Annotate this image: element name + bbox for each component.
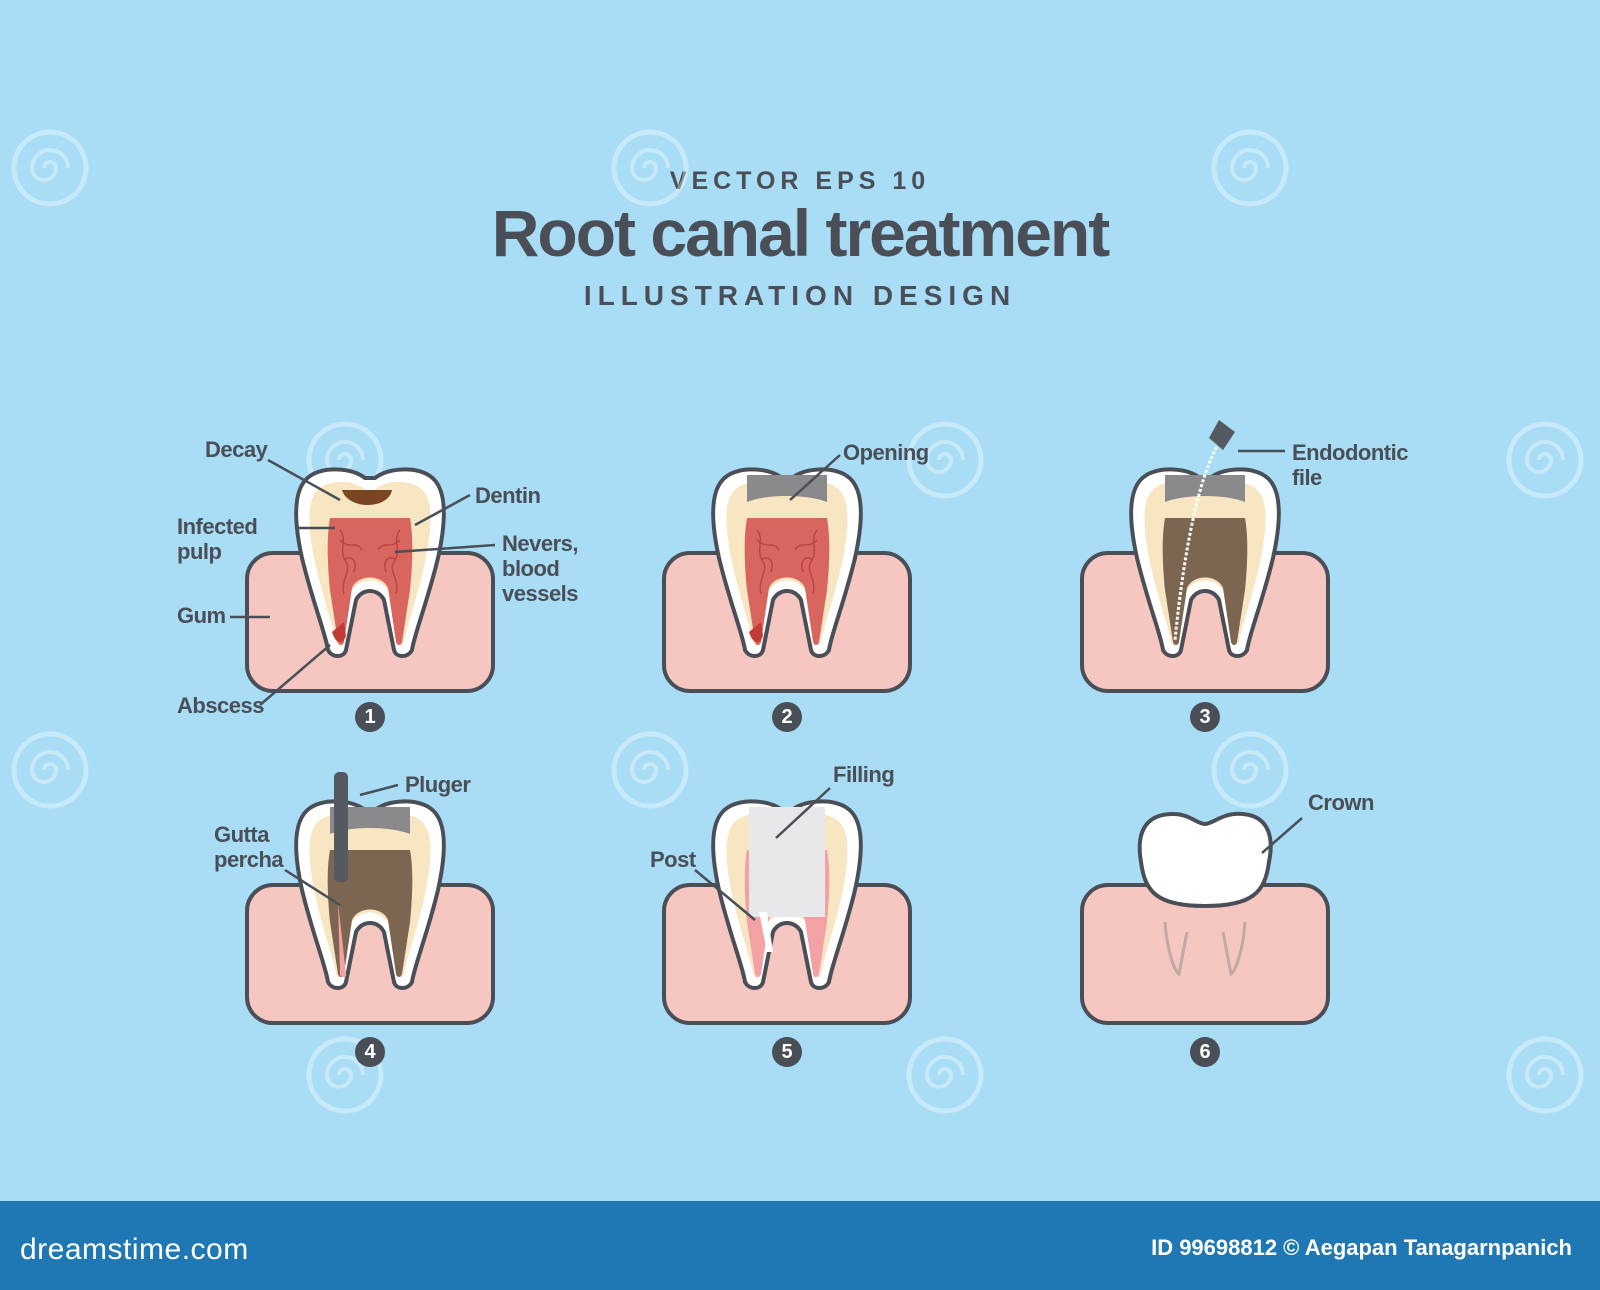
label-abscess: Abscess xyxy=(177,693,265,718)
supertitle: VECTOR EPS 10 xyxy=(669,167,931,195)
label-dentin: Dentin xyxy=(475,483,541,508)
step-1-tooth xyxy=(245,467,495,693)
label-infected-pulp: Infected pulp xyxy=(177,514,258,564)
watermark-icon xyxy=(1506,421,1584,499)
step-number-6: 6 xyxy=(1190,1037,1220,1067)
watermark-icon xyxy=(1211,731,1289,809)
label-opening: Opening xyxy=(843,440,929,465)
label-nerves: Nevers, blood vessels xyxy=(502,531,579,606)
watermark-icon xyxy=(611,731,689,809)
label-post: Post xyxy=(650,847,696,872)
watermark-icon xyxy=(611,129,689,207)
step-6-tooth xyxy=(1080,811,1330,1025)
root-outline xyxy=(1163,921,1247,977)
leader-gutta-percha xyxy=(284,868,341,907)
abscess-spot xyxy=(332,622,346,643)
watermark-icon xyxy=(1211,129,1289,207)
watermark-icon xyxy=(11,731,89,809)
leader-post xyxy=(694,869,756,921)
step-number-4: 4 xyxy=(355,1037,385,1067)
leader-filling xyxy=(775,787,831,839)
footer-brand: dreamstime.com xyxy=(20,1233,249,1266)
pluger-tool xyxy=(334,772,348,882)
watermark-layer xyxy=(11,129,1584,1114)
watermark-icon xyxy=(306,1036,384,1114)
opening-cavity xyxy=(747,475,827,502)
abscess-spot xyxy=(749,622,763,643)
step-5-tooth xyxy=(662,799,912,1025)
leader-dentin xyxy=(414,493,471,527)
leader-crown xyxy=(1261,817,1303,854)
post-insert xyxy=(759,912,773,952)
label-endodontic-file: Endodontic file xyxy=(1292,440,1408,490)
watermark-icon xyxy=(906,1036,984,1114)
label-pluger: Pluger xyxy=(405,772,471,797)
gutta-percha xyxy=(338,902,347,977)
step-3-tooth xyxy=(1080,420,1330,693)
watermark-icon xyxy=(1506,1036,1584,1114)
leader-pluger xyxy=(359,783,399,797)
decay-cavity xyxy=(342,490,392,505)
page-title: Root canal treatment xyxy=(491,196,1110,270)
footer-bar: dreamstime.com ID 99698812 © Aegapan Tan… xyxy=(0,1201,1600,1290)
step-number-2: 2 xyxy=(772,702,802,732)
leader-nerves xyxy=(394,543,496,554)
endodontic-file-shaft xyxy=(1173,429,1229,641)
watermark-icon xyxy=(11,129,89,207)
label-gutta-percha: Gutta percha xyxy=(214,822,284,872)
access-opening xyxy=(330,807,410,834)
label-filling: Filling xyxy=(833,762,895,787)
label-crown: Crown xyxy=(1308,790,1374,815)
endodontic-file-handle xyxy=(1209,420,1235,450)
subtitle: ILLUSTRATION DESIGN xyxy=(583,280,1017,311)
step-number-5: 5 xyxy=(772,1037,802,1067)
step-4-tooth xyxy=(245,772,495,1025)
leader-abscess xyxy=(259,644,331,706)
label-gum: Gum xyxy=(177,603,226,628)
step-number-1: 1 xyxy=(355,702,385,732)
access-opening xyxy=(1165,475,1245,502)
leader-decay xyxy=(267,458,341,502)
watermark-icon xyxy=(906,421,984,499)
step-2-tooth xyxy=(662,467,912,693)
label-decay: Decay xyxy=(205,437,268,462)
crown-shape xyxy=(1137,811,1273,909)
footer-credit: ID 99698812 © Aegapan Tanagarnpanich xyxy=(1151,1235,1572,1260)
leader-opening xyxy=(789,454,841,501)
step-number-3: 3 xyxy=(1190,702,1220,732)
filling-material xyxy=(749,807,825,917)
